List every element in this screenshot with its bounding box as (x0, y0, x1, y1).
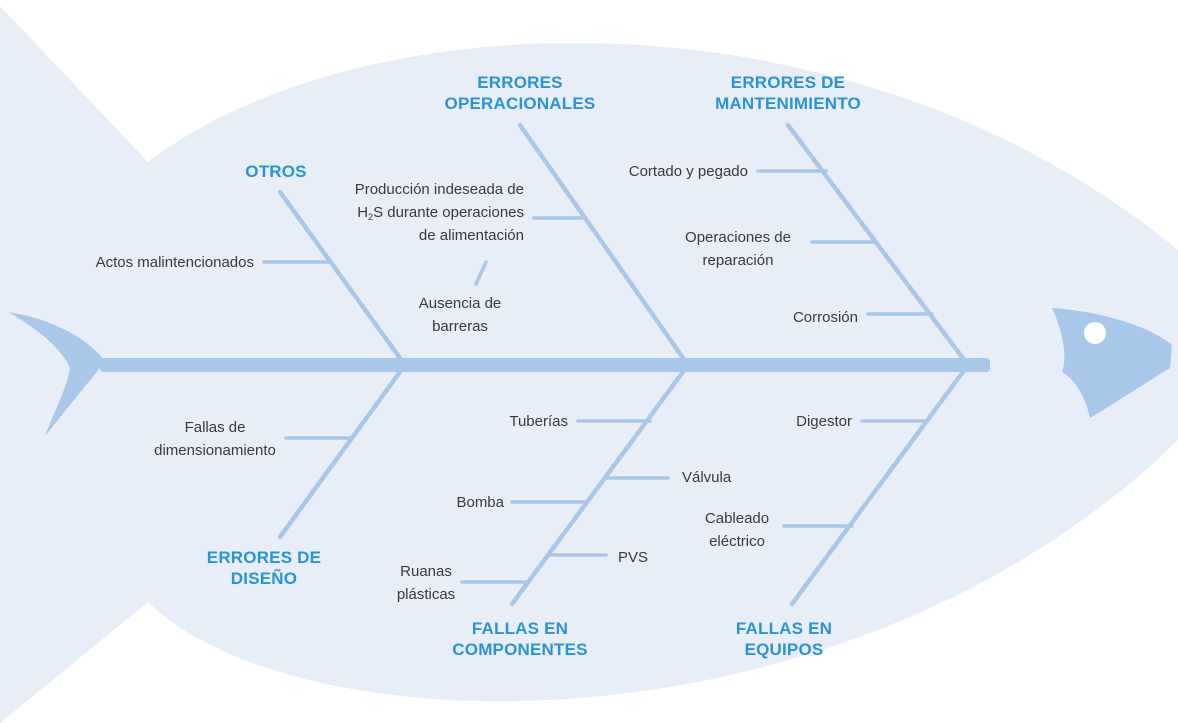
cause-ruanas-plasticas: Ruanas plásticas (396, 563, 456, 603)
cause-corrosion: Corrosión (792, 309, 858, 326)
cause-digestor: Digestor (796, 413, 852, 430)
cause-cableado-electrico: Cableado eléctrico (704, 510, 770, 550)
category-bones (277, 122, 971, 607)
fish-head (1052, 308, 1172, 418)
cause-fallas-dimensionamiento: Fallas de dimensionamiento (154, 419, 276, 459)
category-fallas-equipos: FALLAS EN EQUIPOS (735, 619, 833, 659)
bone-fallas-equipos (789, 362, 971, 607)
bone-errores-diseno (277, 362, 408, 540)
category-otros: OTROS (245, 162, 307, 181)
bone-errores-mantenimiento (785, 122, 971, 368)
cause-tuberias: Tuberías (509, 413, 568, 430)
cause-ausencia-barreras: Ausencia de barreras (418, 295, 502, 335)
spine (100, 358, 990, 372)
fish-skeleton (8, 308, 1172, 436)
fish-eye (1084, 322, 1106, 344)
cause-valvula: Válvula (682, 469, 732, 486)
category-errores-operacionales: ERRORES OPERACIONALES (444, 73, 596, 113)
category-errores-diseno: ERRORES DE DISEÑO (206, 548, 322, 588)
cause-operaciones-reparacion: Operaciones de reparación (685, 229, 791, 269)
cause-branches (262, 169, 934, 584)
branch-ausencia (474, 260, 488, 286)
cause-cortado-pegado: Cortado y pegado (628, 163, 748, 180)
category-errores-mantenimiento: ERRORES DE MANTENIMIENTO (715, 73, 861, 113)
cause-actos-malintencionados: Actos malintencionados (95, 254, 254, 271)
cause-pvs: PVS (618, 549, 649, 566)
tail-fin (8, 312, 105, 436)
cause-produccion-h2s: Producción indeseada de H2S durante oper… (354, 181, 524, 244)
cause-bomba: Bomba (456, 494, 504, 511)
bone-errores-operacionales (517, 122, 691, 368)
bone-otros (277, 189, 408, 368)
bone-fallas-componentes (509, 362, 691, 607)
category-fallas-componentes: FALLAS EN COMPONENTES (452, 619, 588, 659)
